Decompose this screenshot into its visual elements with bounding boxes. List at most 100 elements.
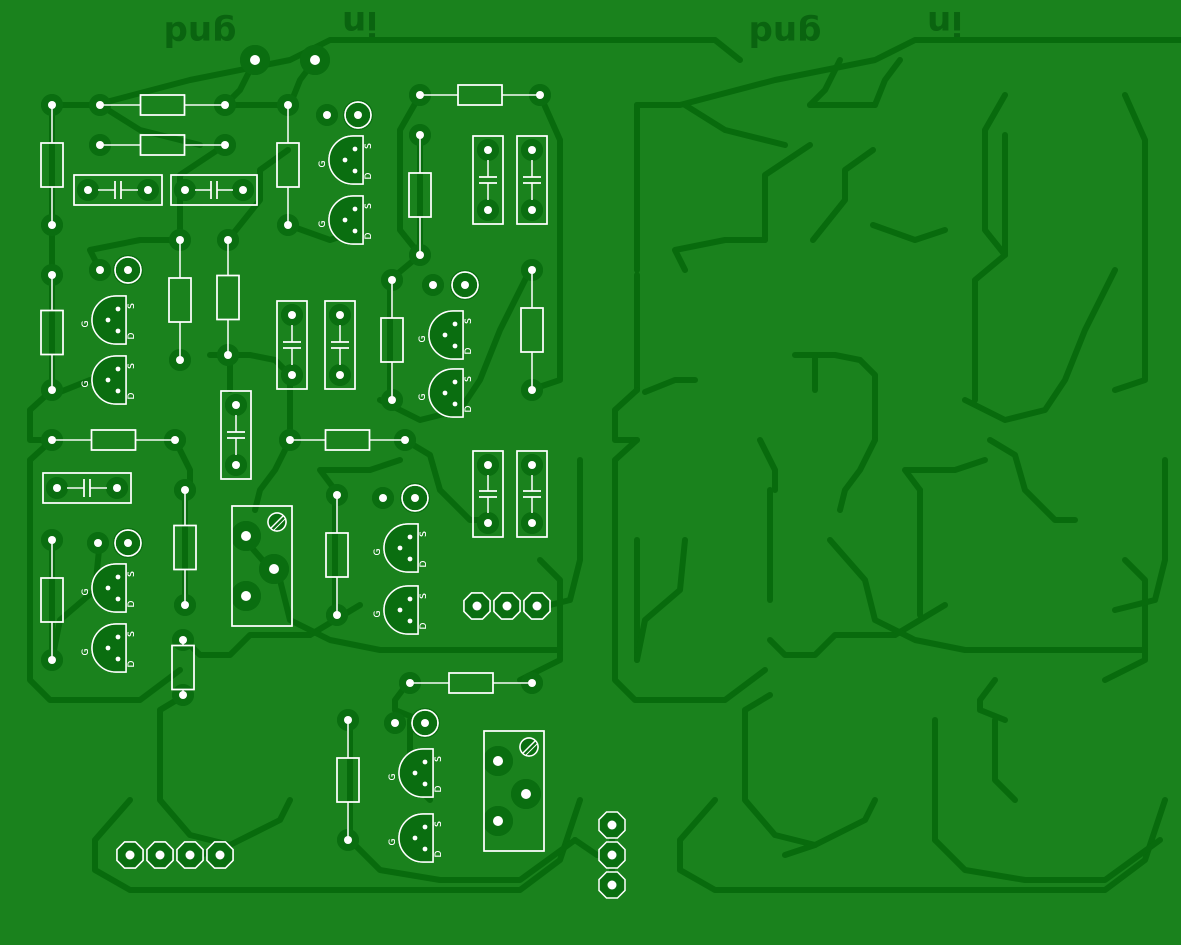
pad-hole xyxy=(124,539,132,547)
pad-hole xyxy=(239,186,247,194)
trace xyxy=(27,437,183,703)
trace xyxy=(402,437,493,523)
transistor-pin xyxy=(115,596,121,602)
source-label: S xyxy=(464,318,474,324)
header-pin-hole xyxy=(185,850,195,860)
trace xyxy=(972,132,1008,403)
drain-label: D xyxy=(464,347,474,354)
transistor-pin xyxy=(442,390,448,396)
gate-label: G xyxy=(373,610,383,617)
trace xyxy=(902,457,988,493)
transistor-pin xyxy=(352,206,358,212)
resistor-icon xyxy=(324,429,371,451)
pad-hole xyxy=(379,494,387,502)
pad-hole xyxy=(336,371,344,379)
source-label: S xyxy=(464,376,474,382)
resistor-icon xyxy=(448,672,494,694)
drain-label: D xyxy=(419,560,429,567)
drain-label: D xyxy=(364,172,374,179)
transistor-pin xyxy=(397,545,403,551)
drain-label: D xyxy=(364,232,374,239)
trace xyxy=(992,717,1018,803)
source-label: S xyxy=(127,363,137,369)
trace xyxy=(870,222,948,243)
label-right-in: in xyxy=(927,3,963,43)
resistor-icon xyxy=(380,317,404,363)
source-label: S xyxy=(127,631,137,637)
pad-hole xyxy=(113,484,121,492)
source-label: S xyxy=(127,303,137,309)
trace xyxy=(642,377,698,395)
transistor-pin xyxy=(105,377,111,383)
transistor-pin xyxy=(452,321,458,327)
resistor-icon xyxy=(90,429,137,451)
pad-hole xyxy=(310,55,320,65)
pad-hole xyxy=(528,146,536,154)
capacitor-icon xyxy=(324,300,356,390)
transistor-pin xyxy=(452,343,458,349)
trace xyxy=(977,677,1008,723)
drain-label: D xyxy=(434,850,444,857)
transistor-pin xyxy=(422,781,428,787)
resistor-icon xyxy=(168,277,192,323)
pad-hole xyxy=(181,186,189,194)
trimmer-slot xyxy=(525,743,538,756)
header-pin-hole xyxy=(607,820,617,830)
pad-layer xyxy=(41,45,551,851)
pad-hole xyxy=(144,186,152,194)
drain-label: D xyxy=(434,785,444,792)
trace xyxy=(962,267,1118,423)
transistor-pin xyxy=(412,770,418,776)
resistor-icon xyxy=(139,94,186,116)
test-point-outline xyxy=(114,529,142,557)
drain-label: D xyxy=(127,600,137,607)
pad-hole xyxy=(241,531,251,541)
trace xyxy=(742,692,818,848)
resistor-icon xyxy=(173,524,197,571)
trimmer-icon xyxy=(483,730,545,852)
capacitor-icon xyxy=(42,472,132,504)
pad-hole xyxy=(528,519,536,527)
test-point-outline xyxy=(401,484,429,512)
header-pin-hole xyxy=(502,601,512,611)
trace xyxy=(612,387,640,443)
trace xyxy=(347,837,578,883)
trace xyxy=(810,147,876,243)
pad-hole xyxy=(484,146,492,154)
source-label: S xyxy=(434,821,444,827)
gate-label: G xyxy=(318,160,328,167)
trimmer-slot xyxy=(273,518,286,531)
resistor-icon xyxy=(325,532,349,578)
label-left-gnd: gnd xyxy=(164,13,237,53)
transistor-pin xyxy=(407,618,413,624)
resistor-icon xyxy=(40,142,64,188)
trace xyxy=(252,437,293,513)
capacitor-icon xyxy=(472,135,504,225)
gate-label: G xyxy=(388,838,398,845)
source-label: S xyxy=(464,318,474,324)
transistor-pin xyxy=(105,317,111,323)
trace xyxy=(634,537,688,663)
pad-hole xyxy=(53,484,61,492)
resistor-icon xyxy=(171,644,195,691)
trace xyxy=(782,797,878,858)
pad-hole xyxy=(528,461,536,469)
transistor-pin xyxy=(422,846,428,852)
source-label: S xyxy=(434,756,444,762)
pad-hole xyxy=(336,311,344,319)
source-label: S xyxy=(364,203,374,209)
gate-label: G xyxy=(373,610,383,617)
pad-hole xyxy=(96,266,104,274)
trace xyxy=(1102,557,1148,683)
gate-label: G xyxy=(388,773,398,780)
drain-label: D xyxy=(464,405,474,412)
gate-label: G xyxy=(318,220,328,227)
gate-label: G xyxy=(81,320,91,327)
capacitor-icon xyxy=(170,174,258,206)
pad-hole xyxy=(411,494,419,502)
gate-label: G xyxy=(418,335,428,342)
resistor-icon xyxy=(336,757,360,803)
trace xyxy=(387,132,423,403)
source-label: S xyxy=(434,821,444,827)
gate-label: G xyxy=(81,648,91,655)
